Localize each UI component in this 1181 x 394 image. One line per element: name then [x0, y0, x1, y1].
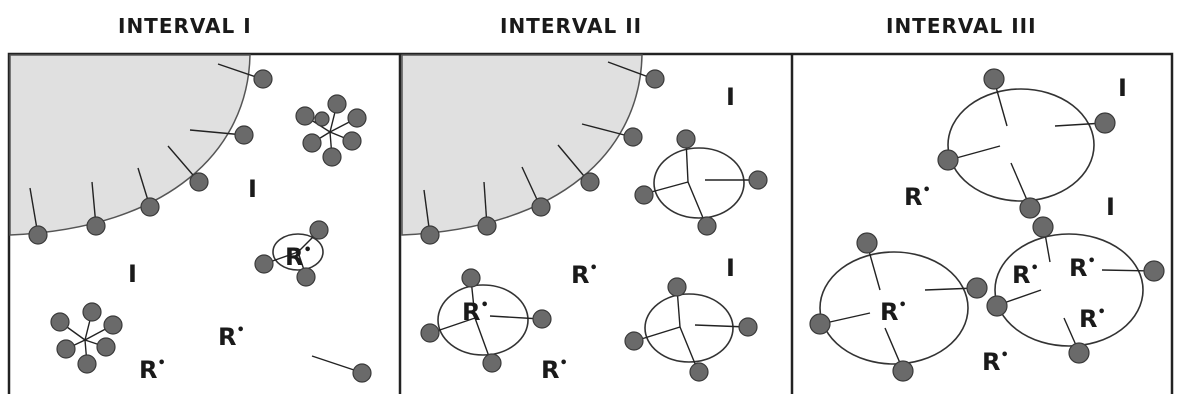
- radical-label: R•: [982, 348, 1009, 376]
- initiator-label: I: [1106, 193, 1115, 221]
- small-particle-1: [254, 220, 329, 287]
- radical-label: R•: [880, 298, 907, 326]
- interval-titles: INTERVAL I INTERVAL II INTERVAL III: [0, 0, 1181, 52]
- grown-particle-3a: [937, 68, 1116, 219]
- micelle-1b: [50, 302, 123, 374]
- polymer-particle-1: [9, 54, 251, 236]
- radical-label: R•: [139, 356, 166, 384]
- radical-label: R•: [285, 243, 312, 271]
- surface-chains-1: [28, 63, 273, 245]
- radical-label: R•: [1012, 261, 1039, 289]
- initiator-label: I: [248, 175, 257, 203]
- panel-interval-2: [401, 54, 768, 382]
- radical-label: R•: [1069, 254, 1096, 282]
- micelle-1a: [295, 94, 367, 167]
- radical-label: R•: [462, 298, 489, 326]
- initiator-label: I: [128, 260, 137, 288]
- radical-label: R•: [571, 261, 598, 289]
- initiator-label: I: [1118, 74, 1127, 102]
- panel-frames: [7, 52, 1174, 394]
- radical-label: R•: [1079, 305, 1106, 333]
- grown-particle-3b: [809, 232, 988, 382]
- species-labels: I I I I I I R• R• R• R• R• R• R• R• R• R…: [128, 74, 1127, 384]
- surface-chains-2: [420, 61, 665, 245]
- interval-3-title: INTERVAL III: [886, 14, 1037, 38]
- initiator-label: I: [726, 254, 735, 282]
- initiator-label: I: [726, 83, 735, 111]
- radical-label: R•: [904, 183, 931, 211]
- growing-particle-2a: [634, 129, 768, 236]
- radical-label: R•: [541, 356, 568, 384]
- interval-2-title: INTERVAL II: [500, 14, 643, 38]
- grown-particle-3c: [986, 216, 1165, 364]
- polymer-particle-2: [401, 54, 643, 236]
- panel-interval-3: [809, 68, 1165, 382]
- growing-particle-2c: [624, 277, 758, 382]
- radical-label: R•: [218, 323, 245, 351]
- interval-1-title: INTERVAL I: [118, 14, 252, 38]
- growing-particle-2b: [420, 268, 552, 373]
- panel-interval-1: [9, 54, 372, 383]
